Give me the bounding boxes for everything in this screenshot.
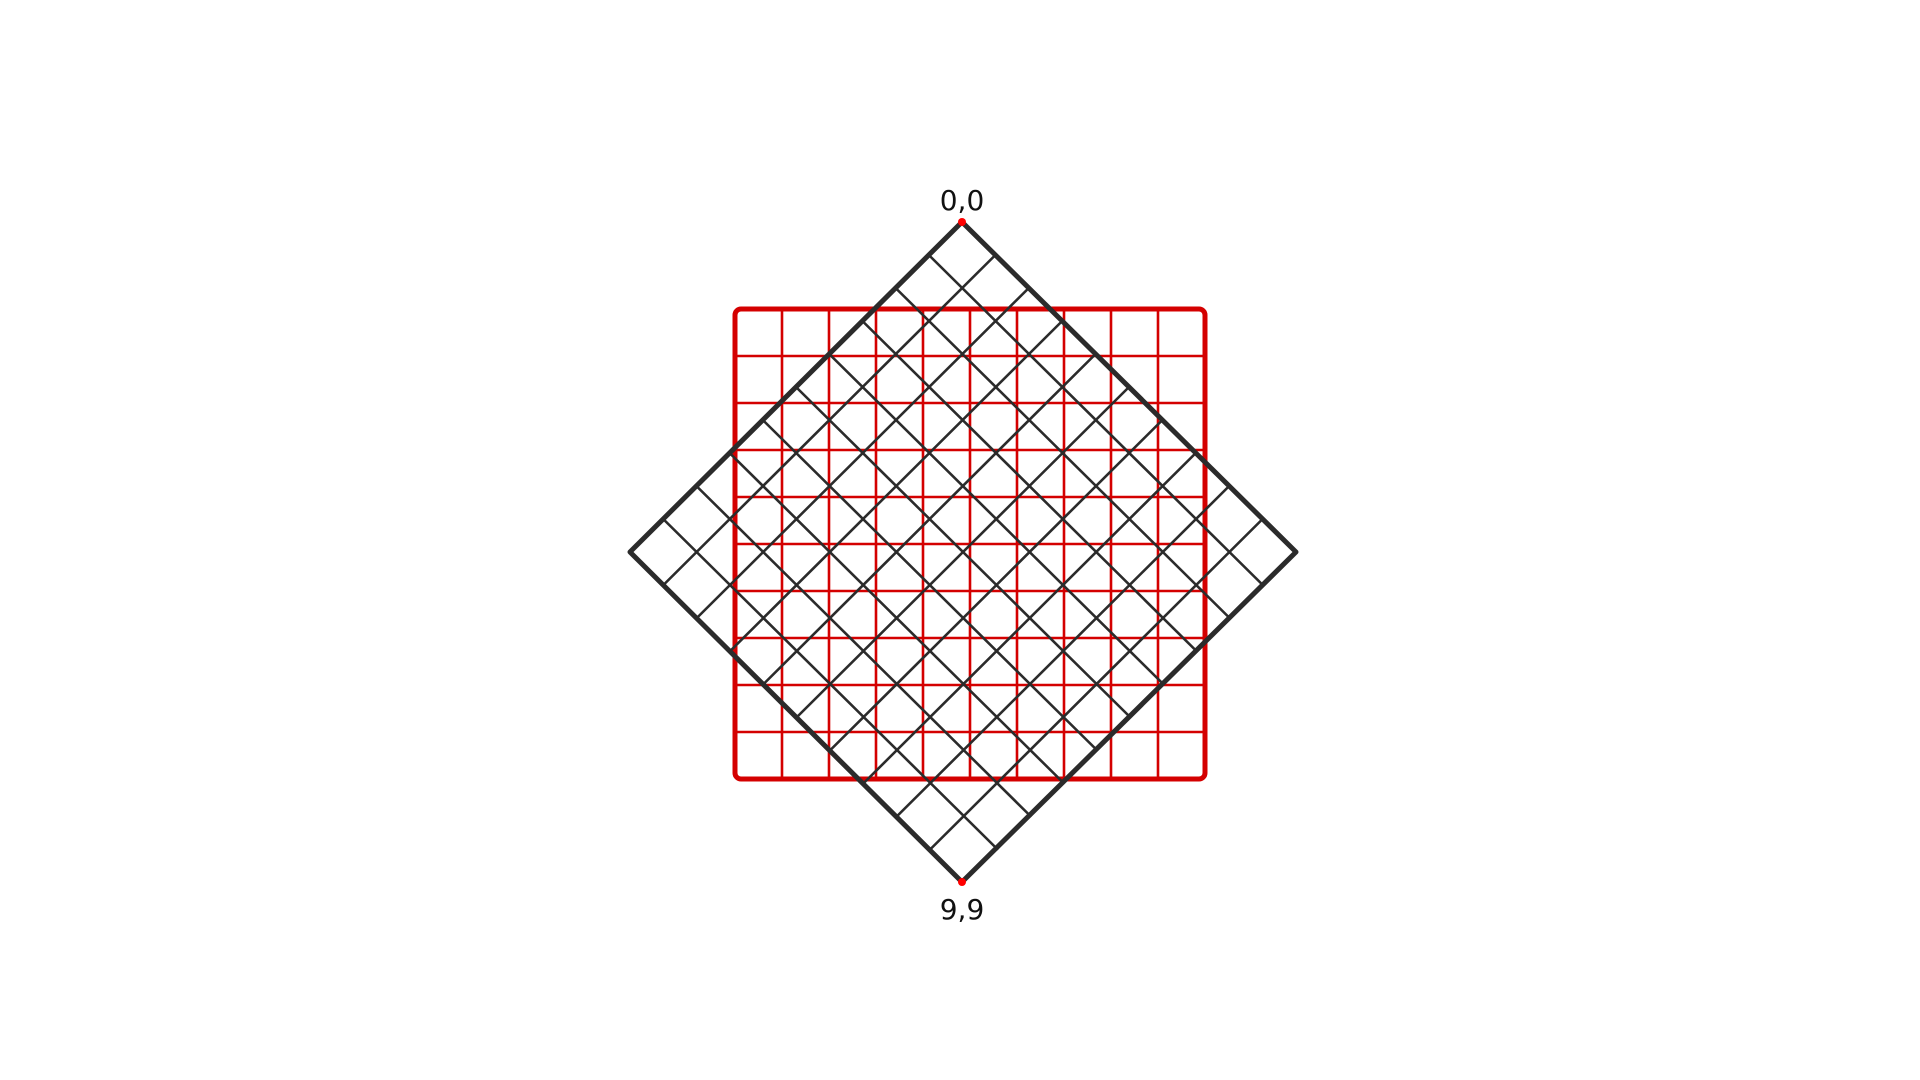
top-corner-marker — [958, 218, 966, 226]
black-grid-line — [829, 418, 1164, 752]
black-grid-line — [794, 385, 1132, 719]
black-grid-line — [728, 451, 1065, 785]
black-grid-line — [695, 484, 1032, 818]
black-grid-line — [895, 484, 1231, 818]
black-grid-line — [929, 517, 1264, 851]
bottom-corner-marker — [958, 878, 966, 886]
red-grid-border — [732, 306, 1208, 782]
upright-red-grid — [732, 306, 1208, 782]
bottom-corner-label: 9,9 — [940, 893, 985, 926]
black-grid-line — [862, 451, 1198, 785]
top-corner-label: 0,0 — [940, 184, 985, 217]
black-grid-line — [661, 517, 999, 851]
black-grid-line — [761, 418, 1099, 752]
rotated-black-grid — [627, 219, 1299, 885]
